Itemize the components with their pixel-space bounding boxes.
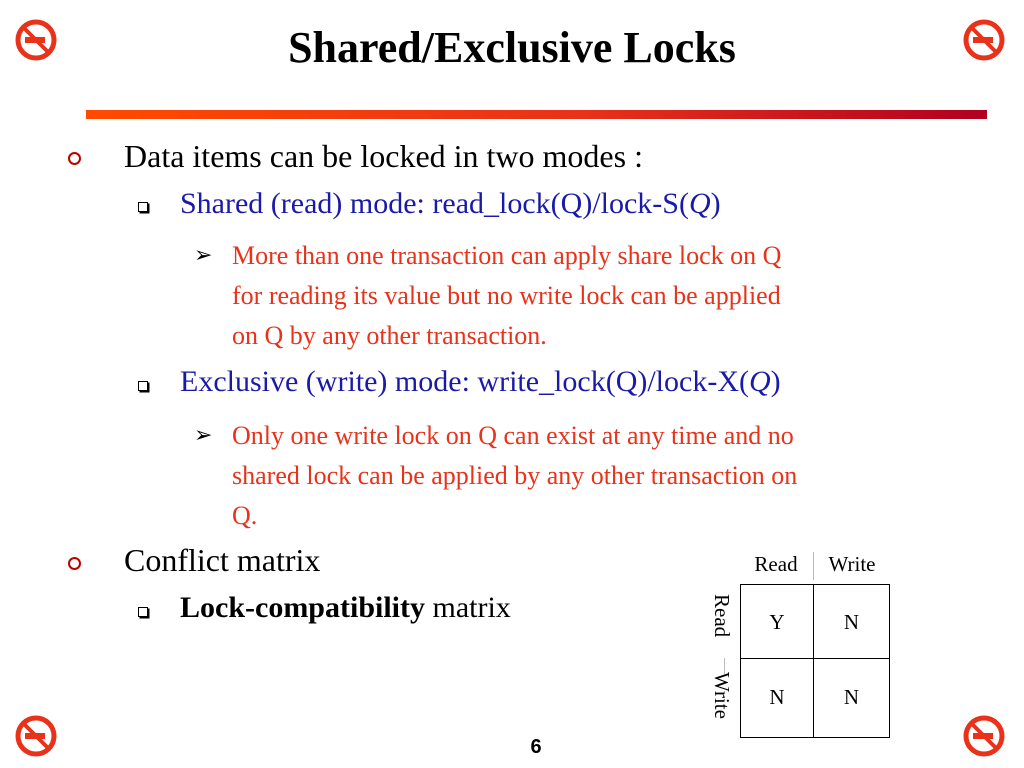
no-smoking-icon — [14, 18, 58, 62]
matrix-grid-line — [889, 584, 890, 738]
matrix-cell-read-read: Y — [769, 610, 785, 634]
matrix-grid-line — [813, 584, 814, 738]
bullet-lock-modes: Data items can be locked in two modes : — [124, 138, 643, 174]
matrix-row-header-write: Write — [710, 672, 734, 719]
exclusive-mode-description: Only one write lock on Q can exist at an… — [232, 416, 982, 536]
bullet-lock-compatibility: Lock-compatibility matrix — [180, 590, 511, 626]
lock-compatibility-bold: Lock-compatibility — [180, 591, 425, 624]
square-bullet-icon — [138, 607, 148, 617]
matrix-cell-write-read: N — [769, 685, 785, 709]
matrix-col-header-read: Read — [754, 552, 798, 576]
matrix-cell-write-write: N — [843, 685, 860, 709]
exclusive-mode-close: ) — [770, 365, 781, 398]
matrix-col-header-write: Write — [828, 552, 876, 576]
exclusive-mode-text: Exclusive (write) mode: write_lock(Q)/lo… — [180, 365, 749, 398]
shared-description-line: More than one transaction can apply shar… — [232, 241, 782, 270]
matrix-row-header-read: Read — [710, 594, 734, 638]
bullet-shared-mode: Shared (read) mode: read_lock(Q)/lock-S(… — [180, 186, 721, 222]
bullet-exclusive-mode: Exclusive (write) mode: write_lock(Q)/lo… — [180, 364, 781, 400]
page-number: 6 — [530, 736, 542, 758]
title-rule — [86, 110, 987, 119]
no-smoking-icon — [962, 714, 1006, 758]
shared-description-line: for reading its value but no write lock … — [232, 281, 781, 310]
bullet-conflict-matrix: Conflict matrix — [124, 542, 321, 578]
lock-compatibility-matrix: Read Write Read Write Y N N N — [700, 548, 900, 748]
matrix-cell-read-write: N — [843, 610, 860, 634]
exclusive-description-line: Only one write lock on Q can exist at an… — [232, 421, 794, 450]
exclusive-mode-variable: Q — [748, 365, 771, 398]
circle-bullet-icon — [68, 152, 81, 165]
slide-title: Shared/Exclusive Locks — [288, 23, 736, 72]
square-bullet-icon — [138, 381, 148, 391]
shared-mode-variable: Q — [688, 187, 711, 220]
shared-mode-close: ) — [710, 187, 721, 220]
exclusive-description-line: Q. — [232, 501, 258, 530]
matrix-header-divider — [813, 552, 814, 580]
shared-mode-text: Shared (read) mode: read_lock(Q)/lock-S( — [180, 187, 689, 220]
shared-description-line: on Q by any other transaction. — [232, 321, 547, 350]
exclusive-description-line: shared lock can be applied by any other … — [232, 461, 798, 490]
square-bullet-icon — [138, 202, 148, 212]
arrow-bullet-icon: ➢ — [194, 243, 213, 268]
shared-mode-description: More than one transaction can apply shar… — [232, 236, 982, 356]
matrix-grid-line — [740, 658, 890, 659]
matrix-grid-line — [740, 737, 890, 738]
circle-bullet-icon — [68, 557, 81, 570]
lock-compatibility-rest: matrix — [425, 591, 511, 624]
no-smoking-icon — [962, 18, 1006, 62]
matrix-grid-line — [740, 584, 741, 738]
arrow-bullet-icon: ➢ — [194, 423, 213, 448]
no-smoking-icon — [14, 714, 58, 758]
matrix-grid-line — [740, 584, 890, 585]
matrix-row-divider — [724, 658, 725, 674]
